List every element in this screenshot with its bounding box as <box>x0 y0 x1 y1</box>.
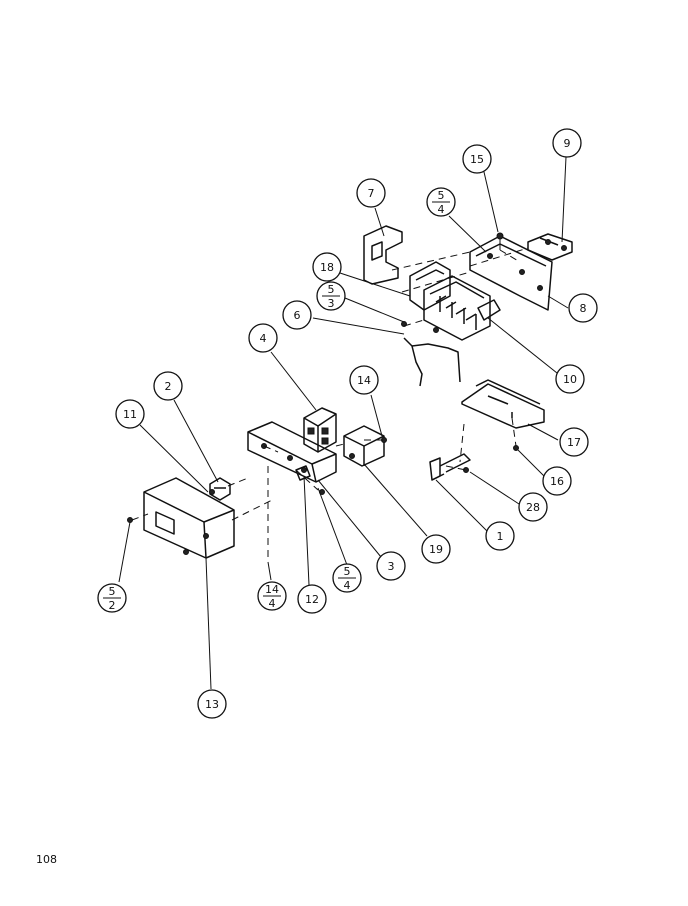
callout-11: 11 <box>115 399 145 429</box>
callout-14-4: 14 4 <box>257 581 287 611</box>
svg-text:2: 2 <box>109 599 116 612</box>
leader-lines <box>118 156 569 690</box>
callout-5-2: 5 2 <box>97 583 127 613</box>
svg-text:5: 5 <box>328 283 335 296</box>
part-15-screw <box>496 232 504 250</box>
page-number: 108 <box>36 853 57 866</box>
svg-text:2: 2 <box>165 380 172 393</box>
callout-2: 2 <box>153 371 183 401</box>
callout-28: 28 <box>518 492 548 522</box>
callout-10: 10 <box>555 364 585 394</box>
part-3-bracket <box>247 421 337 483</box>
part-17-bracket <box>461 379 545 429</box>
part-19-box <box>343 425 385 467</box>
svg-text:14: 14 <box>357 374 371 387</box>
svg-text:5: 5 <box>438 189 445 202</box>
part-6-wire <box>401 321 461 387</box>
svg-text:9: 9 <box>564 137 571 150</box>
svg-text:1: 1 <box>497 530 504 543</box>
svg-text:17: 17 <box>567 436 581 449</box>
part-1-valve <box>429 453 471 481</box>
svg-text:7: 7 <box>368 187 375 200</box>
callout-5-4-bottom: 5 4 <box>332 563 362 593</box>
callout-17: 17 <box>559 427 589 457</box>
callout-12: 12 <box>297 584 327 614</box>
svg-text:10: 10 <box>563 373 577 386</box>
part-8-mounting-plate <box>469 235 553 311</box>
callout-3: 3 <box>376 551 406 581</box>
callout-15: 15 <box>462 144 492 174</box>
callout-6: 6 <box>282 300 312 330</box>
callout-16: 16 <box>542 466 572 496</box>
part-4-switch <box>303 407 337 453</box>
svg-text:28: 28 <box>526 501 540 514</box>
svg-text:3: 3 <box>328 297 335 310</box>
svg-text:8: 8 <box>580 302 587 315</box>
svg-text:4: 4 <box>269 597 276 610</box>
callout-19: 19 <box>421 534 451 564</box>
svg-text:15: 15 <box>470 153 484 166</box>
svg-text:5: 5 <box>109 585 116 598</box>
part-16-screw <box>513 445 519 451</box>
svg-text:13: 13 <box>205 698 219 711</box>
svg-text:4: 4 <box>438 203 445 216</box>
callout-18: 18 <box>312 252 342 282</box>
svg-text:11: 11 <box>123 408 137 421</box>
part-9-bracket <box>527 233 573 261</box>
svg-text:4: 4 <box>344 579 351 592</box>
svg-text:4: 4 <box>260 332 267 345</box>
assembly-lines <box>131 247 529 560</box>
callout-5-4-top: 5 4 <box>426 187 456 217</box>
part-13-cover <box>143 477 235 559</box>
svg-text:12: 12 <box>305 593 319 606</box>
part-2-clip <box>209 477 231 501</box>
svg-text:18: 18 <box>320 261 334 274</box>
svg-text:6: 6 <box>294 309 301 322</box>
part-5-2-screw <box>127 517 133 523</box>
callout-8: 8 <box>568 293 598 323</box>
part-7-bracket <box>363 225 403 285</box>
callout-1: 1 <box>485 521 515 551</box>
svg-text:16: 16 <box>550 475 564 488</box>
callout-14: 14 <box>349 365 379 395</box>
callout-9: 9 <box>552 128 582 158</box>
callout-5-3: 5 3 <box>316 281 346 311</box>
callout-4: 4 <box>248 323 278 353</box>
svg-text:5: 5 <box>344 565 351 578</box>
part-10-ice-maker <box>409 261 501 341</box>
part-11-screw <box>209 489 215 495</box>
svg-text:14: 14 <box>265 583 279 596</box>
svg-text:19: 19 <box>429 543 443 556</box>
callout-7: 7 <box>356 178 386 208</box>
callout-13: 13 <box>197 689 227 719</box>
svg-text:3: 3 <box>388 560 395 573</box>
